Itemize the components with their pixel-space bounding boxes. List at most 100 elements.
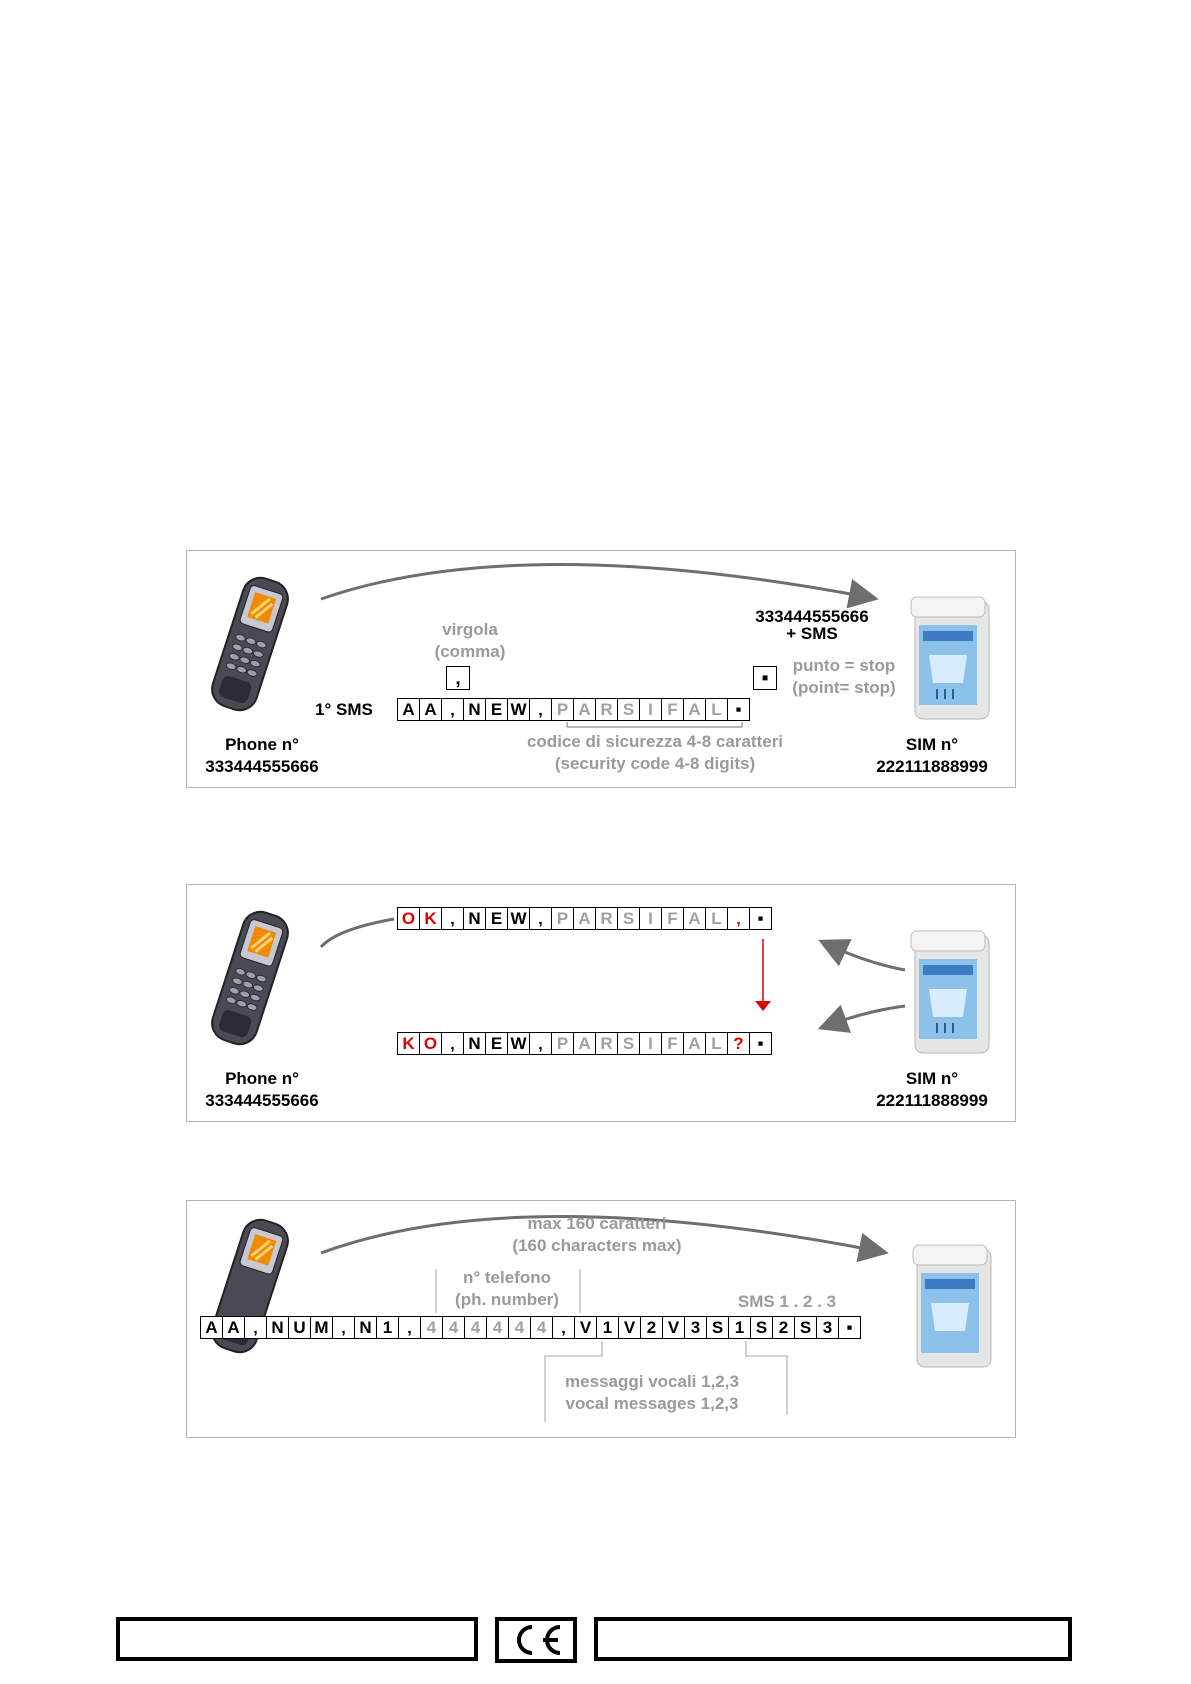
sms-setup-panel: 333444555666 + SMS virgola (comma) ‚ ▪ p…	[186, 550, 1016, 788]
char-cell: 4	[442, 1316, 465, 1339]
char-cell: 1	[728, 1316, 751, 1339]
gsm-device-icon	[912, 1244, 992, 1368]
comma-symbol-box: ‚	[446, 666, 470, 690]
char-cell: K	[397, 1032, 420, 1055]
char-cell: 4	[508, 1316, 531, 1339]
char-cell: L	[705, 1032, 728, 1055]
plus-sms-label: + SMS	[786, 624, 838, 643]
char-cell: I	[639, 698, 662, 721]
char-cell: ▪	[749, 1032, 772, 1055]
char-cell: ‚	[529, 1032, 552, 1055]
sim-number: 222111888999	[876, 1091, 988, 1110]
char-cell: O	[419, 1032, 442, 1055]
char-cell: S	[750, 1316, 773, 1339]
ce-logo-icon	[517, 1625, 561, 1655]
security-code-label: codice di sicurezza 4-8 caratteri	[526, 732, 784, 751]
stop-symbol-box: ▪	[753, 666, 777, 690]
char-cell: N	[463, 907, 486, 930]
char-cell: A	[419, 698, 442, 721]
char-cell: O	[397, 907, 420, 930]
char-cell: V	[662, 1316, 685, 1339]
char-cell: ‚	[529, 907, 552, 930]
mobile-phone-icon	[211, 576, 289, 712]
char-cell: ?	[727, 1032, 750, 1055]
char-cell: I	[639, 907, 662, 930]
char-cell: E	[485, 907, 508, 930]
vocal-messages-label-en: vocal messages 1,2,3	[565, 1394, 739, 1413]
char-cell: M	[310, 1316, 333, 1339]
char-cell: 4	[420, 1316, 443, 1339]
char-cell: ‚	[727, 907, 750, 930]
char-cell: ‚	[441, 698, 464, 721]
footer-right-box	[594, 1617, 1072, 1661]
char-cell: A	[573, 907, 596, 930]
phone-label: Phone n°	[225, 735, 299, 754]
sms-numbers-panel: max 160 caratteri (160 characters max) n…	[186, 1200, 1016, 1438]
sim-label: SIM n°	[905, 735, 959, 754]
char-cell: 4	[530, 1316, 553, 1339]
char-cell: ‚	[441, 907, 464, 930]
sim-number: 222111888999	[876, 757, 988, 776]
char-cell: 4	[464, 1316, 487, 1339]
char-cell: N	[463, 698, 486, 721]
vocal-messages-label: messaggi vocali 1,2,3	[565, 1372, 739, 1391]
char-cell: ‚	[398, 1316, 421, 1339]
char-cell: E	[485, 1032, 508, 1055]
ce-mark	[495, 1617, 577, 1663]
comma-label: virgola	[442, 620, 498, 639]
gsm-device-icon	[910, 930, 990, 1054]
char-cell: U	[288, 1316, 311, 1339]
char-cell: ▪	[749, 907, 772, 930]
char-cell: ‚	[552, 1316, 575, 1339]
sms-slots-label: SMS 1 . 2 . 3	[737, 1292, 837, 1311]
char-cell: P	[551, 698, 574, 721]
char-cell: E	[485, 698, 508, 721]
char-cell: I	[639, 1032, 662, 1055]
mobile-phone-icon	[211, 910, 289, 1046]
char-cell: P	[551, 1032, 574, 1055]
stop-label-en: (point= stop)	[792, 678, 896, 697]
phone-number: 333444555666	[205, 1091, 319, 1110]
sim-label: SIM n°	[905, 1069, 959, 1088]
phone-field-label: n° telefono	[462, 1268, 551, 1287]
char-cell: V	[574, 1316, 597, 1339]
char-cell: A	[200, 1316, 223, 1339]
char-cell: W	[507, 907, 530, 930]
send-arrow	[320, 563, 879, 728]
char-cell: A	[573, 698, 596, 721]
security-code-label-en: (security code 4-8 digits)	[554, 754, 756, 773]
char-cell: R	[595, 907, 618, 930]
char-cell: A	[683, 1032, 706, 1055]
char-cell: R	[595, 1032, 618, 1055]
char-cell: W	[507, 698, 530, 721]
send-arrow	[320, 1215, 889, 1422]
char-cell: A	[573, 1032, 596, 1055]
char-cell: ▪	[838, 1316, 861, 1339]
phone-field-label-en: (ph. number)	[455, 1290, 559, 1309]
char-cell: ‚	[332, 1316, 355, 1339]
char-cell: N	[463, 1032, 486, 1055]
char-cell: N	[266, 1316, 289, 1339]
char-cell: W	[507, 1032, 530, 1055]
char-cell: F	[661, 698, 684, 721]
char-cell: A	[222, 1316, 245, 1339]
char-cell: K	[419, 907, 442, 930]
char-cell: S	[617, 907, 640, 930]
phone-label: Phone n°	[225, 1069, 299, 1088]
char-cell: 3	[684, 1316, 707, 1339]
phone-number: 333444555666	[205, 757, 319, 776]
char-cell: ‚	[441, 1032, 464, 1055]
char-cell: S	[617, 698, 640, 721]
char-cell: 1	[376, 1316, 399, 1339]
char-cell: S	[794, 1316, 817, 1339]
char-cell: S	[617, 1032, 640, 1055]
char-cell: A	[683, 907, 706, 930]
char-cell: N	[354, 1316, 377, 1339]
char-cell: A	[683, 698, 706, 721]
char-cell: 3	[816, 1316, 839, 1339]
